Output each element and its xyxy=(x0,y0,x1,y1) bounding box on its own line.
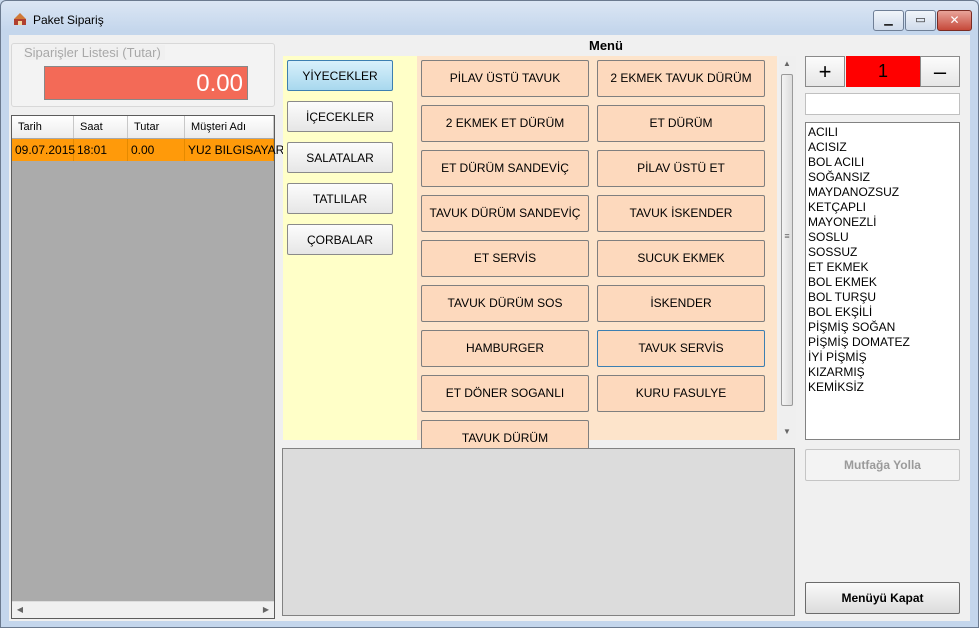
scroll-down-icon[interactable]: ▼ xyxy=(783,427,791,436)
window-title: Paket Sipariş xyxy=(33,13,104,27)
list-item[interactable]: SOSSUZ xyxy=(808,245,858,259)
scroll-left-icon[interactable]: ◀ xyxy=(16,605,24,614)
send-to-kitchen-button[interactable]: Mutfağa Yolla xyxy=(805,449,960,481)
maximize-button[interactable]: ▭ xyxy=(905,10,936,31)
menu-item-button[interactable]: İSKENDER xyxy=(597,285,765,322)
orders-horizontal-scrollbar[interactable]: ◀ ▶ xyxy=(12,601,274,618)
menu-item-button[interactable]: TAVUK DÜRÜM SOS xyxy=(421,285,589,322)
orders-total-group: Siparişler Listesi (Tutar) 0.00 xyxy=(11,43,275,107)
orders-grid-header: Tarih Saat Tutar Müşteri Adı xyxy=(12,116,274,139)
list-item[interactable]: BOL EKŞİLİ xyxy=(808,305,873,319)
list-item[interactable]: İYİ PİŞMİŞ xyxy=(808,350,867,364)
column-musteri-adi[interactable]: Müşteri Adı xyxy=(185,116,274,138)
category-yiyecekler-button[interactable]: YİYECEKLER xyxy=(287,60,393,91)
table-row[interactable]: 09.07.2015 18:01 0.00 YU2 BILGISAYAR xyxy=(12,139,284,161)
scroll-up-icon[interactable]: ▲ xyxy=(783,59,791,68)
menu-item-button[interactable]: ET DÖNER SOGANLI xyxy=(421,375,589,412)
category-panel: YİYECEKLER İÇECEKLER SALATALAR TATLILAR … xyxy=(283,56,417,440)
menu-items-panel: PİLAV ÜSTÜ TAVUK 2 EKMEK TAVUK DÜRÜM 2 E… xyxy=(417,56,777,457)
cell-saat: 18:01 xyxy=(74,139,128,161)
list-item[interactable]: BOL ACILI xyxy=(808,155,865,169)
menu-item-button[interactable]: TAVUK İSKENDER xyxy=(597,195,765,232)
menu-item-button[interactable]: PİLAV ÜSTÜ TAVUK xyxy=(421,60,589,97)
cell-musteri: YU2 BILGISAYAR xyxy=(185,139,284,161)
quantity-plus-button[interactable]: + xyxy=(805,56,845,87)
category-salatalar-button[interactable]: SALATALAR xyxy=(287,142,393,173)
list-item[interactable]: ACILI xyxy=(808,125,839,139)
orders-grid[interactable]: Tarih Saat Tutar Müşteri Adı 09.07.2015 … xyxy=(11,115,284,619)
menu-item-button[interactable]: ET DÜRÜM SANDEVİÇ xyxy=(421,150,589,187)
menu-item-button[interactable]: 2 EKMEK TAVUK DÜRÜM xyxy=(597,60,765,97)
list-item[interactable]: KEMİKSİZ xyxy=(808,380,865,394)
menu-item-button[interactable]: ET DÜRÜM xyxy=(597,105,765,142)
list-item[interactable]: BOL TURŞU xyxy=(808,290,877,304)
list-item[interactable]: PİŞMİŞ SOĞAN xyxy=(808,320,896,334)
app-icon xyxy=(14,13,26,25)
quantity-minus-button[interactable]: – xyxy=(920,56,960,87)
menu-item-button[interactable]: KURU FASULYE xyxy=(597,375,765,412)
category-tatlilar-button[interactable]: TATLILAR xyxy=(287,183,393,214)
column-saat[interactable]: Saat xyxy=(74,116,128,138)
title-bar[interactable]: Paket Sipariş ▁ ▭ ✕ xyxy=(1,1,978,35)
menu-title: Menü xyxy=(589,38,623,53)
grip-icon: ≡ xyxy=(784,231,790,241)
minimize-icon: ▁ xyxy=(884,14,893,26)
menu-item-button[interactable]: TAVUK DÜRÜM SANDEVİÇ xyxy=(421,195,589,232)
list-item[interactable]: ACISIZ xyxy=(808,140,847,154)
list-item[interactable]: KIZARMIŞ xyxy=(808,365,865,379)
orders-total-value: 0.00 xyxy=(44,66,248,100)
list-item[interactable]: MAYONEZLİ xyxy=(808,215,877,229)
column-tarih[interactable]: Tarih xyxy=(12,116,74,138)
list-item[interactable]: SOSLU xyxy=(808,230,849,244)
menu-item-button[interactable]: HAMBURGER xyxy=(421,330,589,367)
menu-item-button[interactable]: ET SERVİS xyxy=(421,240,589,277)
menu-item-button[interactable]: PİLAV ÜSTÜ ET xyxy=(597,150,765,187)
menu-item-button[interactable]: SUCUK EKMEK xyxy=(597,240,765,277)
extras-list[interactable]: ACILI ACISIZ BOL ACILI SOĞANSIZ MAYDANOZ… xyxy=(805,122,960,440)
maximize-icon: ▭ xyxy=(915,14,926,26)
column-tutar[interactable]: Tutar xyxy=(128,116,185,138)
menu-items-scrollbar[interactable]: ▲ ≡ ▼ xyxy=(779,56,796,440)
category-icecekler-button[interactable]: İÇECEKLER xyxy=(287,101,393,132)
list-item[interactable]: MAYDANOZSUZ xyxy=(808,185,900,199)
note-input[interactable] xyxy=(805,93,960,115)
menu-item-button[interactable]: TAVUK SERVİS xyxy=(597,330,765,367)
minimize-button[interactable]: ▁ xyxy=(873,10,904,31)
cell-tarih: 09.07.2015 xyxy=(12,139,75,161)
menu-item-button[interactable]: 2 EKMEK ET DÜRÜM xyxy=(421,105,589,142)
close-menu-button[interactable]: Menüyü Kapat xyxy=(805,582,960,614)
scroll-right-icon[interactable]: ▶ xyxy=(262,605,270,614)
order-items-area[interactable] xyxy=(282,448,795,616)
cell-tutar: 0.00 xyxy=(128,139,185,161)
quantity-value: 1 xyxy=(846,56,920,87)
list-item[interactable]: KETÇAPLI xyxy=(808,200,867,214)
client-area: Siparişler Listesi (Tutar) 0.00 Tarih Sa… xyxy=(9,35,970,621)
close-icon: ✕ xyxy=(949,13,960,27)
list-item[interactable]: SOĞANSIZ xyxy=(808,170,871,184)
list-item[interactable]: ET EKMEK xyxy=(808,260,869,274)
scrollbar-thumb[interactable]: ≡ xyxy=(781,74,793,406)
list-item[interactable]: PİŞMİŞ DOMATEZ xyxy=(808,335,910,349)
close-button[interactable]: ✕ xyxy=(937,10,972,31)
orders-total-label: Siparişler Listesi (Tutar) xyxy=(24,45,165,60)
list-item[interactable]: BOL EKMEK xyxy=(808,275,877,289)
category-corbalar-button[interactable]: ÇORBALAR xyxy=(287,224,393,255)
